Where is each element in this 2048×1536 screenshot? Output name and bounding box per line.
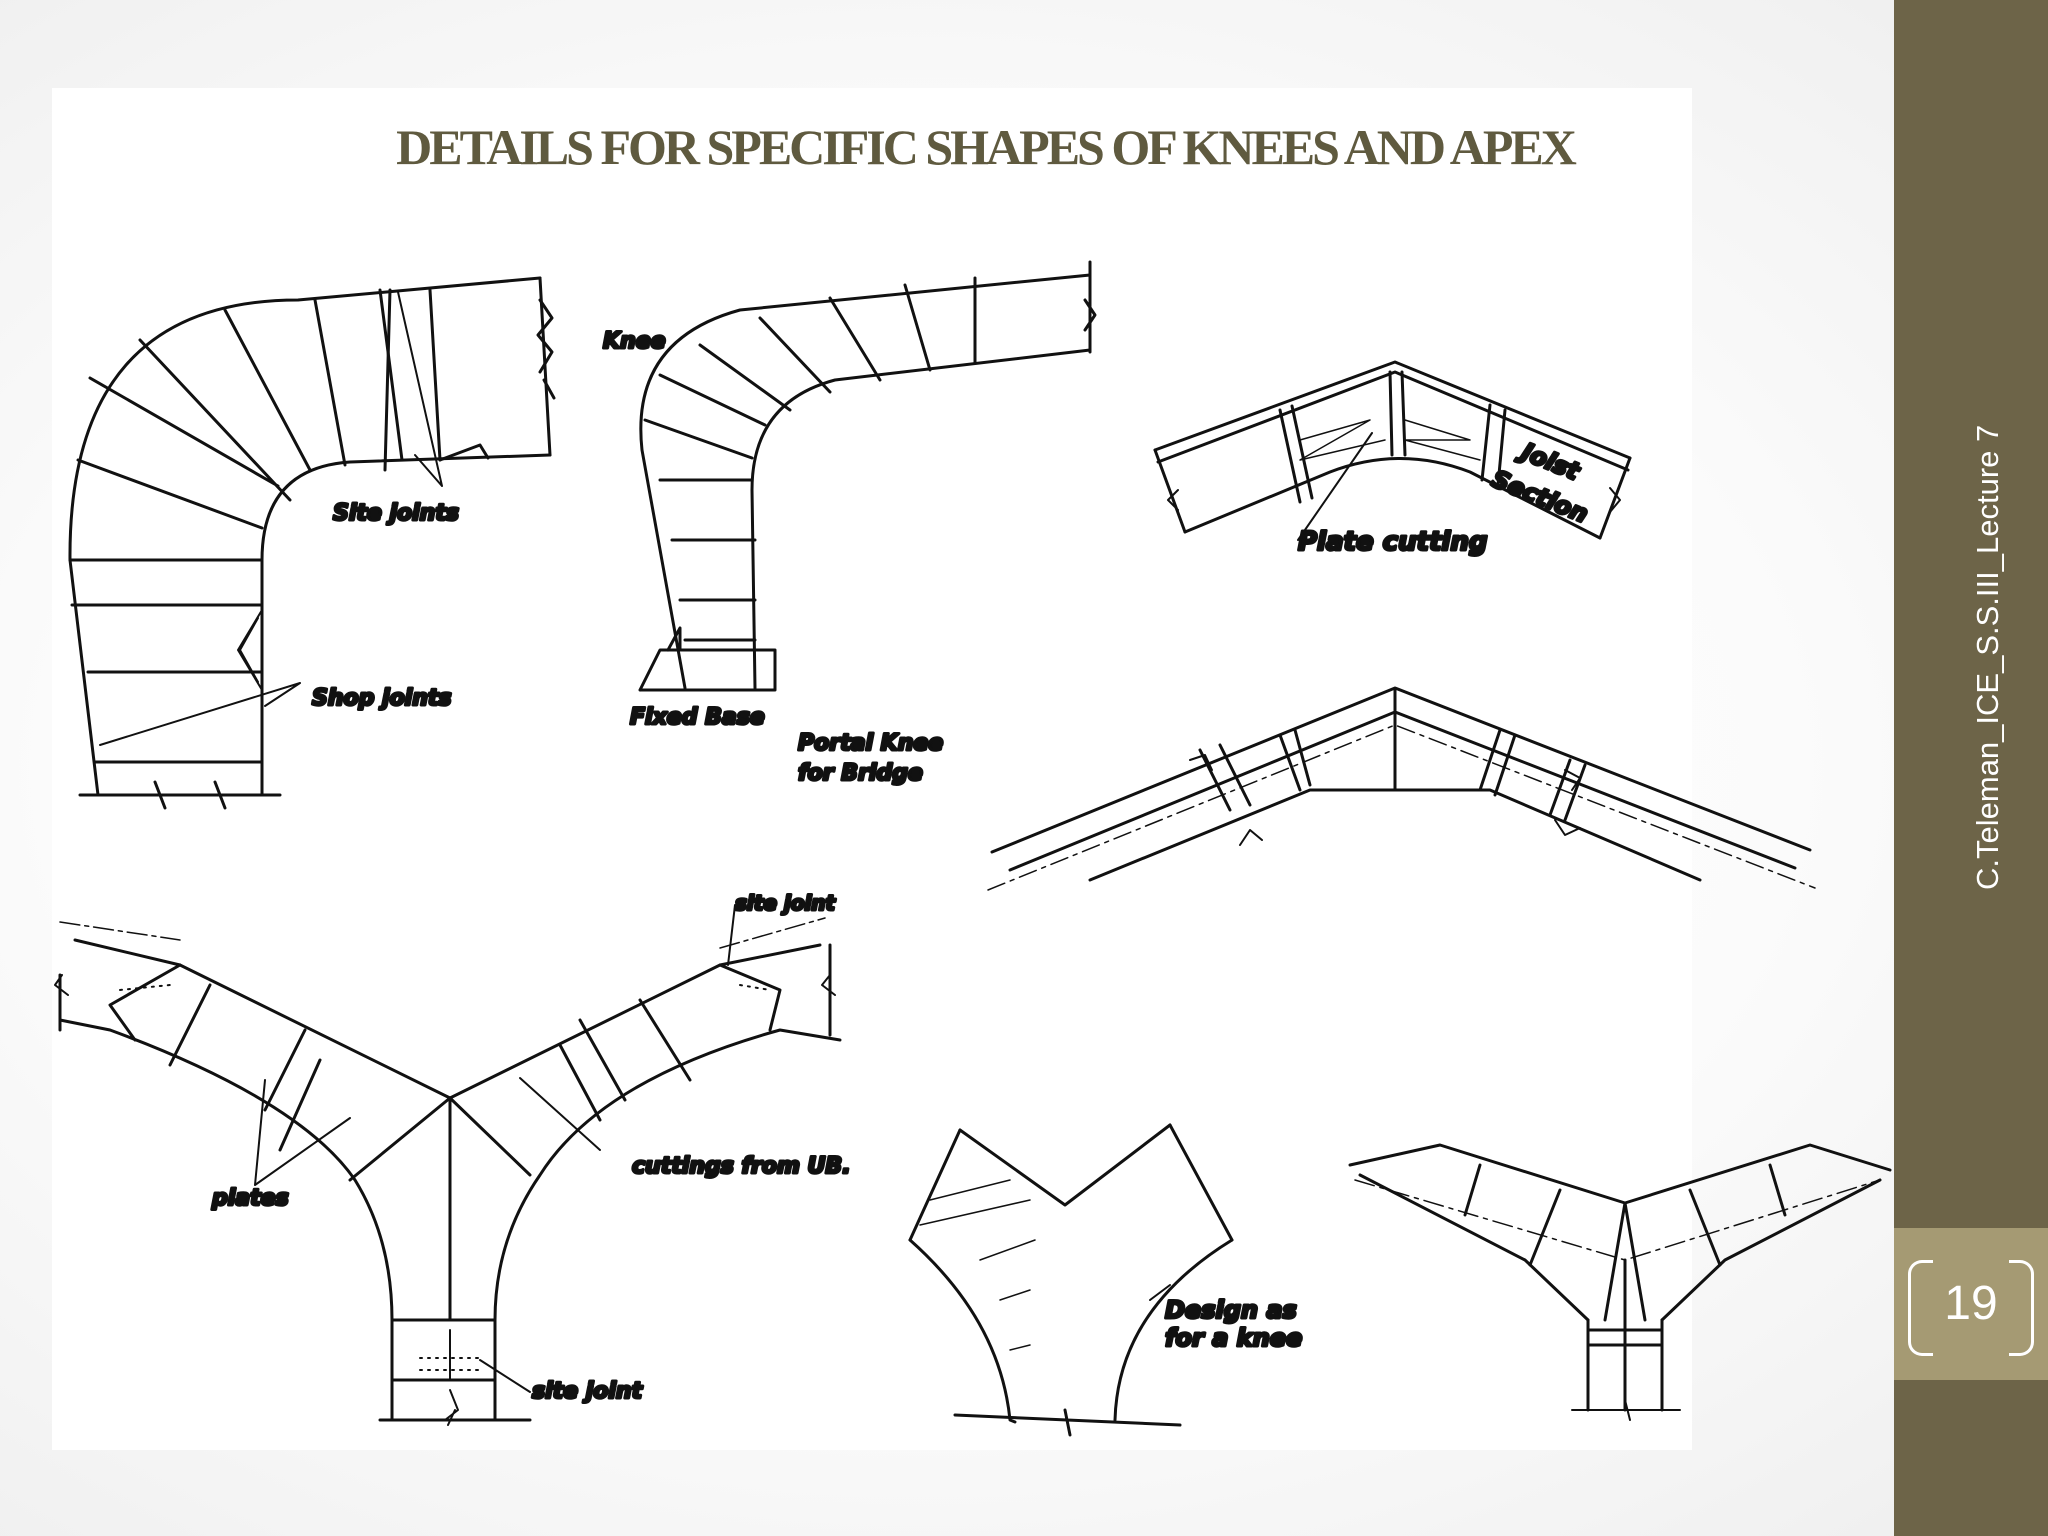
design-label-1: Design as (1165, 1296, 1297, 1324)
plates-label: plates (211, 1186, 289, 1211)
portal-knee-label-1: Portal Knee (798, 731, 943, 756)
portal-knee-label-2: for Bridge (798, 761, 923, 786)
page-number-box: 19 (1894, 1228, 2048, 1380)
footer-text: C.Teleman_ICE_S.S.III_Lecture 7 (1970, 424, 2005, 890)
site-joint-top-label: site joint (735, 891, 837, 915)
knee-label: Knee (603, 329, 666, 354)
portal-knee-figure (638, 260, 1097, 692)
site-joints-label: Site joints (333, 501, 459, 526)
bolted-apex-figure (987, 686, 1816, 891)
page-number: 19 (1944, 1277, 1998, 1330)
y-apex-stiffener-figure (1348, 1143, 1892, 1421)
technical-drawing: Site joints Shop joints Knee Fixed Base … (52, 88, 1892, 1450)
plate-cutting-label: Plate cutting (1298, 527, 1487, 557)
y-apex-plates-figure (54, 904, 842, 1426)
curved-knee-figure (68, 276, 556, 810)
slide-title: DETAILS FOR SPECIFIC SHAPES OF KNEES AND… (396, 119, 1577, 175)
left-brace-icon (1908, 1260, 1933, 1356)
cuttings-label: cuttings from UB. (632, 1154, 851, 1179)
right-brace-icon (2009, 1260, 2034, 1356)
site-joint-bottom-label: site joint (532, 1379, 644, 1404)
slide-canvas: Site joints Shop joints Knee Fixed Base … (52, 88, 1892, 1450)
y-apex-design-figure (908, 1123, 1234, 1437)
drawing-background (52, 88, 1692, 1450)
design-label-2: for a knee (1165, 1324, 1302, 1352)
fixed-base-label: Fixed Base (630, 705, 765, 730)
shop-joints-label: Shop joints (312, 686, 452, 711)
apex-plate-cutting-figure (1153, 360, 1632, 541)
